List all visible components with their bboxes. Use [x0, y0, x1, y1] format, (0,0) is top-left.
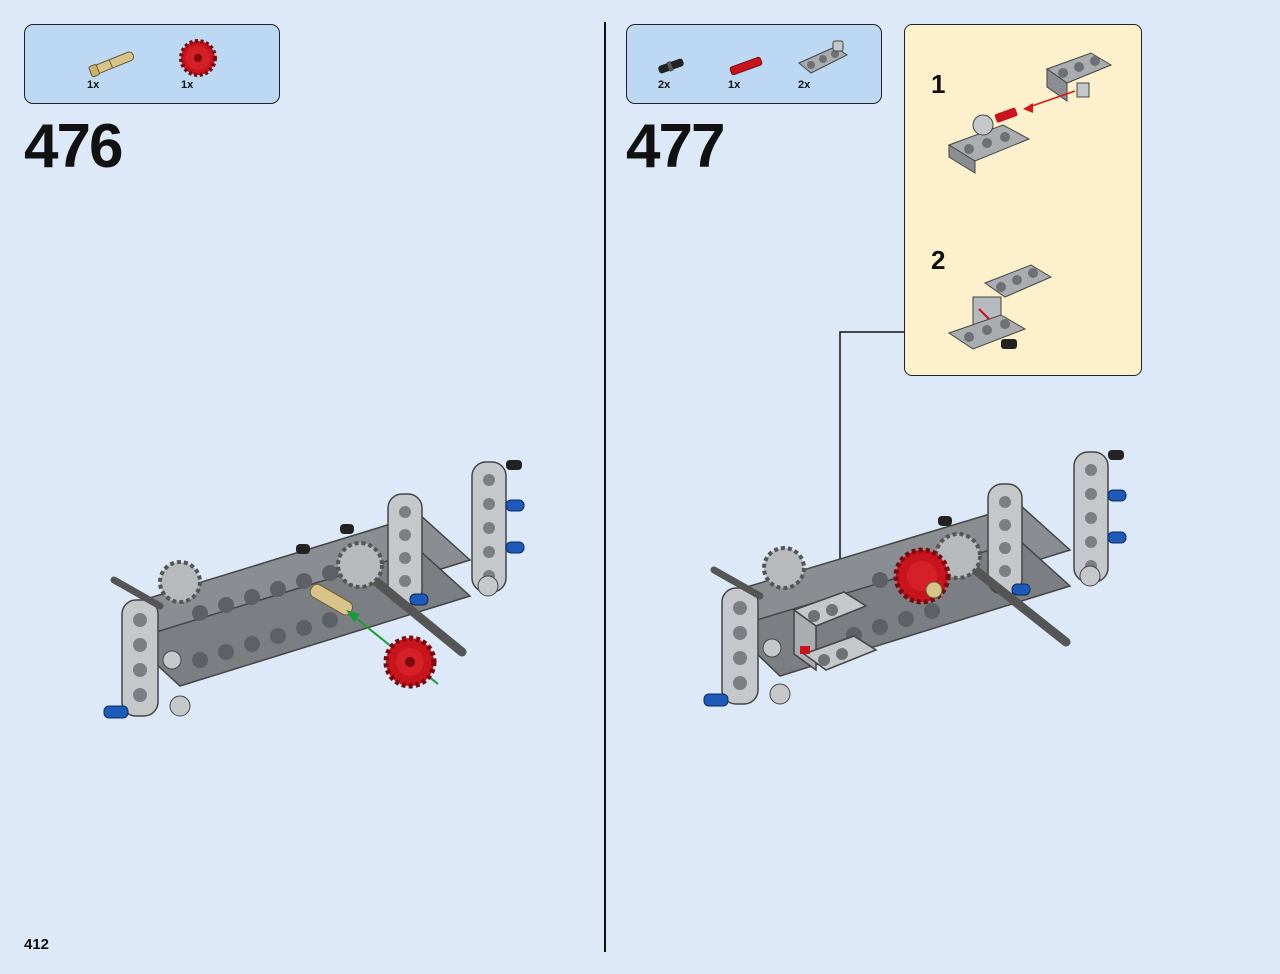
- black-pin-icon: [658, 58, 684, 74]
- part-qty: 1x: [728, 79, 741, 91]
- gray-beam-icon: [798, 40, 848, 74]
- part-qty: 1x: [181, 79, 194, 91]
- red-axle-icon: [729, 56, 763, 76]
- part-qty: 2x: [658, 79, 671, 91]
- assembly-illustration-477: [703, 331, 1127, 707]
- tan-axle-pin-icon: [88, 51, 135, 78]
- substep-number: 1: [931, 69, 946, 99]
- substep-number: 2: [931, 245, 946, 275]
- part-qty: 2x: [798, 79, 811, 91]
- subassembly-panel: 1 2: [904, 24, 1142, 376]
- parts-box-476: 1x 1x: [24, 24, 280, 104]
- red-gear-icon: [179, 39, 217, 77]
- part-qty: 1x: [87, 79, 100, 91]
- step-divider: [604, 22, 606, 952]
- step-number: 477: [626, 112, 725, 181]
- page-number: 412: [24, 936, 50, 953]
- subassembly-illustration: [947, 52, 1113, 350]
- parts-box-477: 2x 1x 2x: [626, 24, 882, 104]
- step-number: 476: [24, 112, 123, 181]
- assembly-illustration-476: [103, 460, 525, 719]
